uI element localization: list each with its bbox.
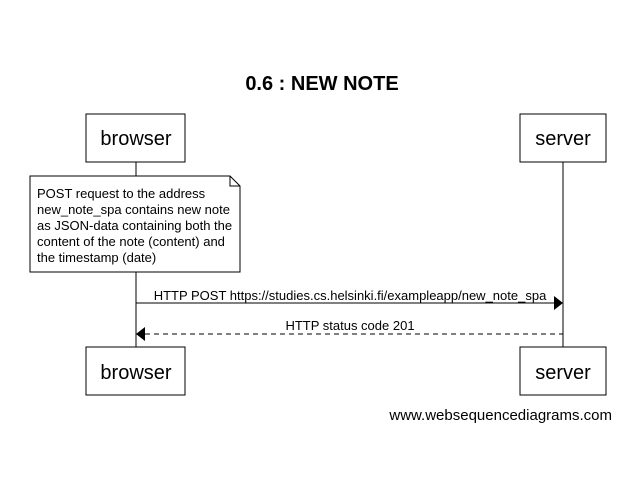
note-line: the timestamp (date): [37, 250, 156, 265]
participant-label: browser: [100, 362, 171, 384]
note-line: as JSON-data containing both the: [37, 218, 232, 233]
participant-server-bottom: server: [519, 346, 607, 396]
note-line: POST request to the address: [37, 186, 206, 201]
participant-label: server: [535, 362, 591, 384]
message-label: HTTP status code 201: [285, 318, 414, 333]
message-label: HTTP POST https://studies.cs.helsinki.fi…: [154, 288, 547, 303]
message-status-201: HTTP status code 201: [136, 318, 563, 341]
message-http-post: HTTP POST https://studies.cs.helsinki.fi…: [136, 288, 563, 310]
participant-browser-top: browser: [85, 113, 186, 163]
participant-browser-bottom: browser: [85, 346, 186, 396]
participant-server-top: server: [519, 113, 607, 163]
arrowhead-icon: [554, 296, 563, 310]
watermark: www.websequencediagrams.com: [388, 407, 612, 424]
note-line: new_note_spa contains new note: [37, 202, 230, 217]
participant-label: browser: [100, 128, 171, 150]
participant-label: server: [535, 128, 591, 150]
note-line: content of the note (content) and: [37, 234, 225, 249]
arrowhead-icon: [136, 327, 145, 341]
note-over-browser: POST request to the address new_note_spa…: [29, 175, 241, 273]
diagram-title: 0.6 : NEW NOTE: [245, 73, 398, 95]
